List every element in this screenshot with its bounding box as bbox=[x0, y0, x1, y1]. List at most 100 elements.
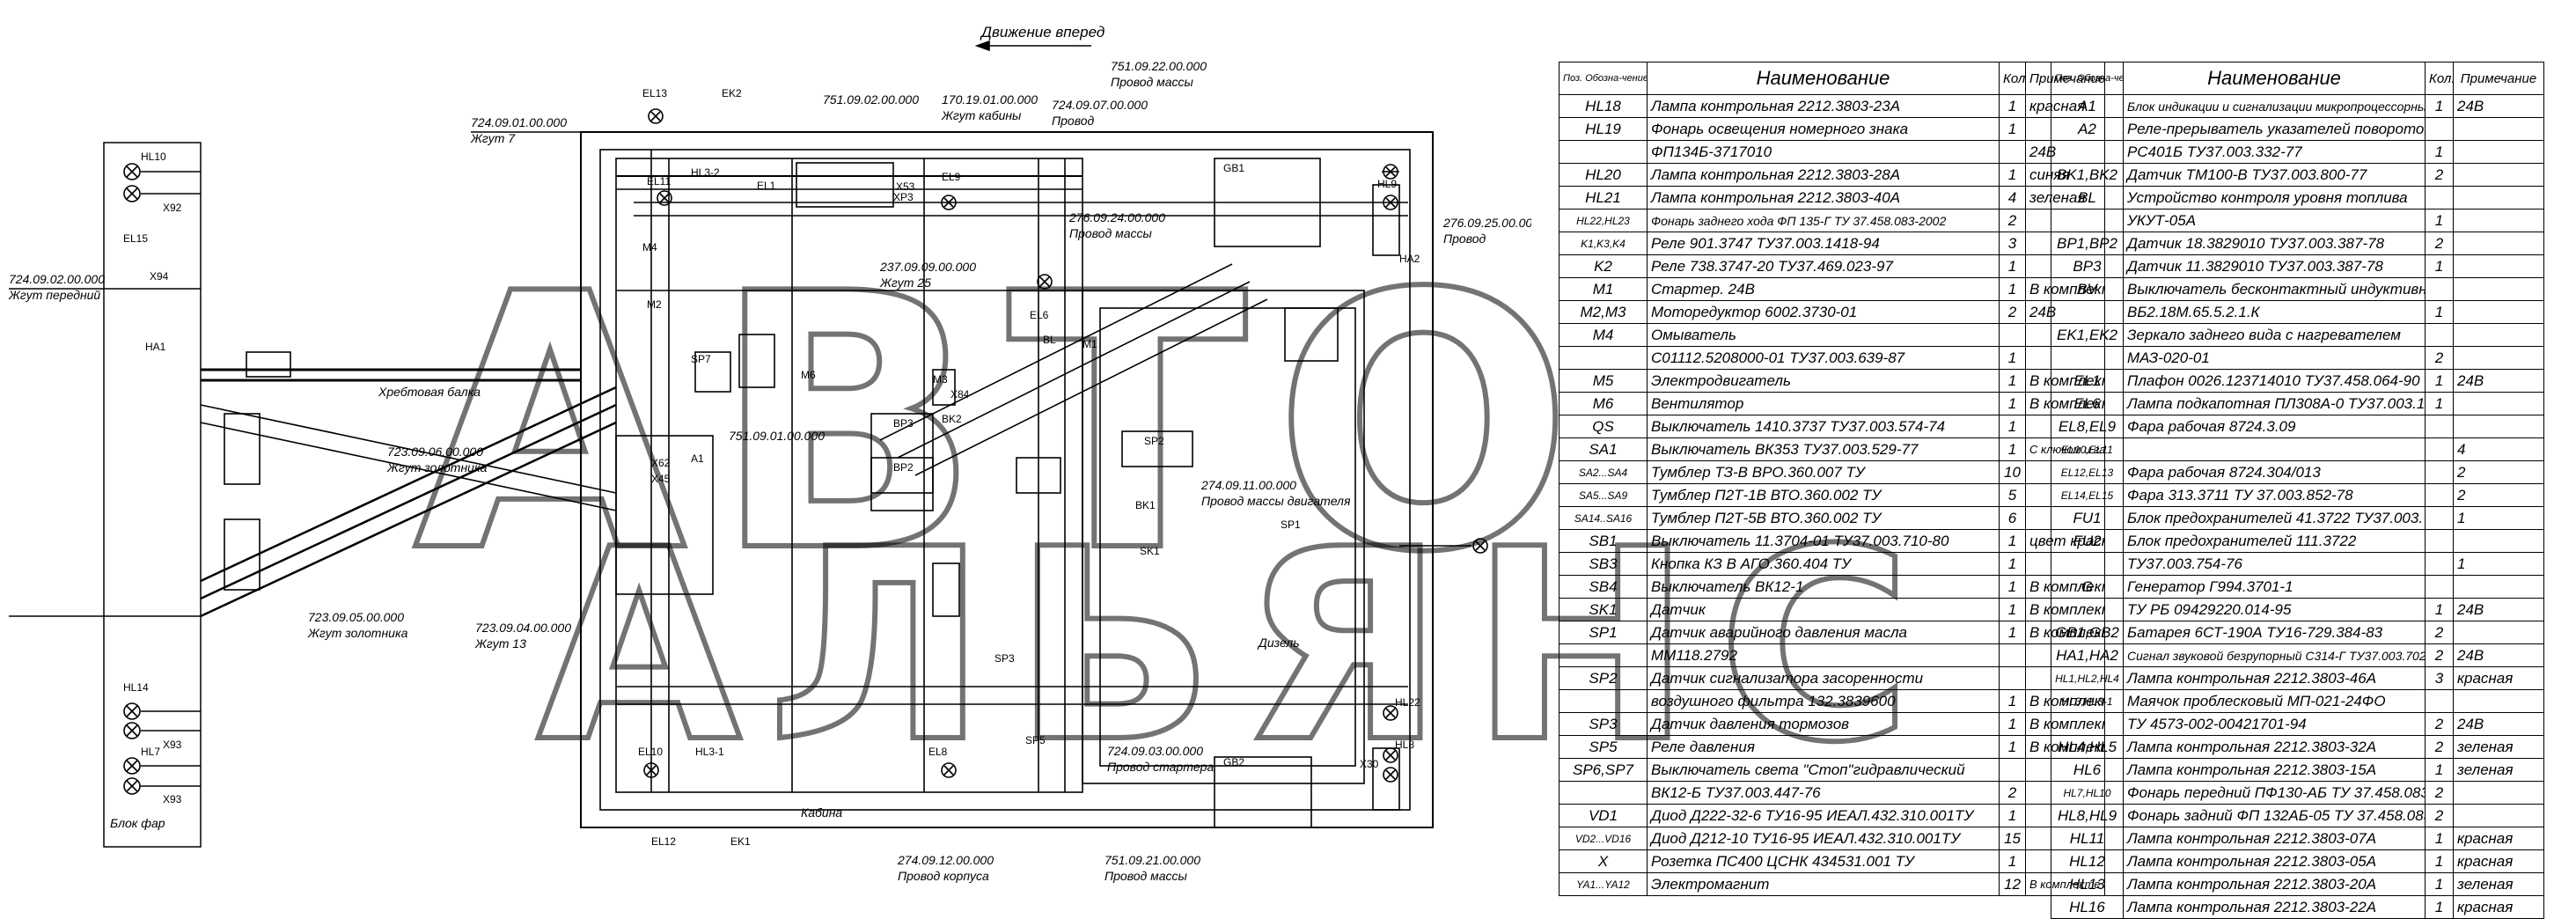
cell-note: 2 bbox=[2453, 483, 2544, 507]
cell-note: зеленая bbox=[2453, 735, 2544, 759]
cell-qty bbox=[2425, 415, 2454, 438]
cell-name: Лампа контрольная 2212.3803-07А bbox=[2123, 827, 2426, 850]
cell-note bbox=[2453, 300, 2544, 324]
cell-qty: 2 bbox=[2425, 643, 2454, 667]
harness-label: 724.09.07.00.000 bbox=[1052, 98, 1148, 112]
cell-name: Устройство контроля уровня топлива bbox=[2123, 186, 2426, 210]
headlight-block-label: Блок фар bbox=[110, 816, 165, 830]
component-label: A1 bbox=[691, 452, 704, 465]
cell-qty: 3 bbox=[1999, 232, 2026, 255]
direction-label: Движение вперед bbox=[980, 24, 1105, 40]
component-label: X92 bbox=[163, 202, 182, 214]
component-label: X30 bbox=[1360, 758, 1379, 770]
component-label: EL12 bbox=[651, 835, 676, 848]
component-label: HL9 bbox=[1377, 178, 1397, 190]
cell-pos: SB4 bbox=[1559, 575, 1648, 599]
cell-pos: BV bbox=[2051, 277, 2124, 301]
harness-label: Жгут золотника bbox=[307, 626, 408, 640]
cell-name: Диод Д222-32-6 ТУ16-95 ИЕАЛ.432.310.001Т… bbox=[1647, 804, 2000, 827]
cell-name: Фонарь заднего хода ФП 135-Г ТУ 37.458.0… bbox=[1647, 209, 2000, 232]
cell-note: 24В bbox=[2453, 712, 2544, 736]
cell-pos: HL18 bbox=[1559, 94, 1648, 118]
cell-note: зеленая bbox=[2453, 872, 2544, 896]
cell-pos: EL10,EL11 bbox=[2051, 437, 2124, 461]
cell-pos: A1 bbox=[2051, 94, 2124, 118]
cell-qty: 1 bbox=[2425, 209, 2454, 232]
component-label: HL3-1 bbox=[695, 746, 724, 758]
component-label: SP2 bbox=[1144, 435, 1164, 447]
cell-name: ММ118.2792 bbox=[1647, 643, 2000, 667]
cell-pos: EL14,EL15 bbox=[2051, 483, 2124, 507]
cell-note bbox=[2453, 392, 2544, 415]
cell-qty: 1 bbox=[2425, 849, 2454, 873]
cell-qty: 6 bbox=[1999, 506, 2026, 530]
cell-qty: 1 bbox=[1999, 346, 2026, 370]
component-label: EL10 bbox=[638, 746, 663, 758]
component-label: X84 bbox=[950, 388, 970, 401]
cell-pos: HL21 bbox=[1559, 186, 1648, 210]
component-label: HL14 bbox=[123, 681, 149, 694]
cell-pos: YA1...YA12 bbox=[1559, 872, 1648, 896]
component-label: X45 bbox=[651, 473, 671, 485]
cell-name: ТУ 4573-002-00421701-94 bbox=[2123, 712, 2426, 736]
engine-label: Дизель bbox=[1257, 636, 1300, 650]
header-pos: Поз. Обозна-чение bbox=[1559, 62, 1648, 95]
cell-pos bbox=[2051, 346, 2124, 370]
cell-qty bbox=[1999, 666, 2026, 690]
component-label: M2 bbox=[647, 298, 662, 311]
header-name: Наименование bbox=[2123, 62, 2426, 95]
cell-pos: HL13 bbox=[2051, 872, 2124, 896]
cell-pos bbox=[2051, 598, 2124, 621]
cell-qty bbox=[2425, 506, 2454, 530]
cell-name: Лампа контрольная 2212.3803-15А bbox=[2123, 758, 2426, 782]
cell-name: ФП134Б-3717010 bbox=[1647, 140, 2000, 164]
component-label: HL8 bbox=[1395, 739, 1414, 751]
cab-label: Кабина bbox=[801, 805, 842, 820]
cell-qty: 10 bbox=[1999, 460, 2026, 484]
cell-note: 24В bbox=[2453, 643, 2544, 667]
cell-note bbox=[2453, 186, 2544, 210]
cell-pos: SK1 bbox=[1559, 598, 1648, 621]
cell-pos: HL22,HL23 bbox=[1559, 209, 1648, 232]
cell-qty bbox=[2425, 529, 2454, 553]
harness-label: 723.09.06.00.000 bbox=[387, 445, 483, 459]
component-label: SK1 bbox=[1140, 545, 1160, 557]
cell-qty: 1 bbox=[1999, 392, 2026, 415]
component-label: SP5 bbox=[1025, 734, 1046, 746]
cell-qty: 1 bbox=[1999, 163, 2026, 187]
component-label: SP7 bbox=[691, 353, 711, 365]
cell-qty: 1 bbox=[1999, 575, 2026, 599]
cell-note: 24В bbox=[2453, 369, 2544, 393]
component-label: M3 bbox=[933, 373, 948, 386]
cell-qty bbox=[2425, 460, 2454, 484]
component-label: HL10 bbox=[141, 151, 166, 163]
cell-name: Реле-прерыватель указателей поворотов bbox=[2123, 117, 2426, 141]
cell-qty: 1 bbox=[2425, 300, 2454, 324]
cell-pos: HL4,HL5 bbox=[2051, 735, 2124, 759]
cell-pos: BP3 bbox=[2051, 254, 2124, 278]
cell-name bbox=[2123, 437, 2426, 461]
cell-pos: GB1,GB2 bbox=[2051, 621, 2124, 644]
cell-name: Омыватель bbox=[1647, 323, 2000, 347]
component-label: EL6 bbox=[1030, 309, 1049, 321]
harness-label: 274.09.11.00.000 bbox=[1200, 478, 1296, 492]
cell-qty bbox=[1999, 140, 2026, 164]
cell-name: Датчик аварийного давления масла bbox=[1647, 621, 2000, 644]
cell-qty: 1 bbox=[2425, 872, 2454, 896]
component-label: M6 bbox=[801, 369, 816, 381]
